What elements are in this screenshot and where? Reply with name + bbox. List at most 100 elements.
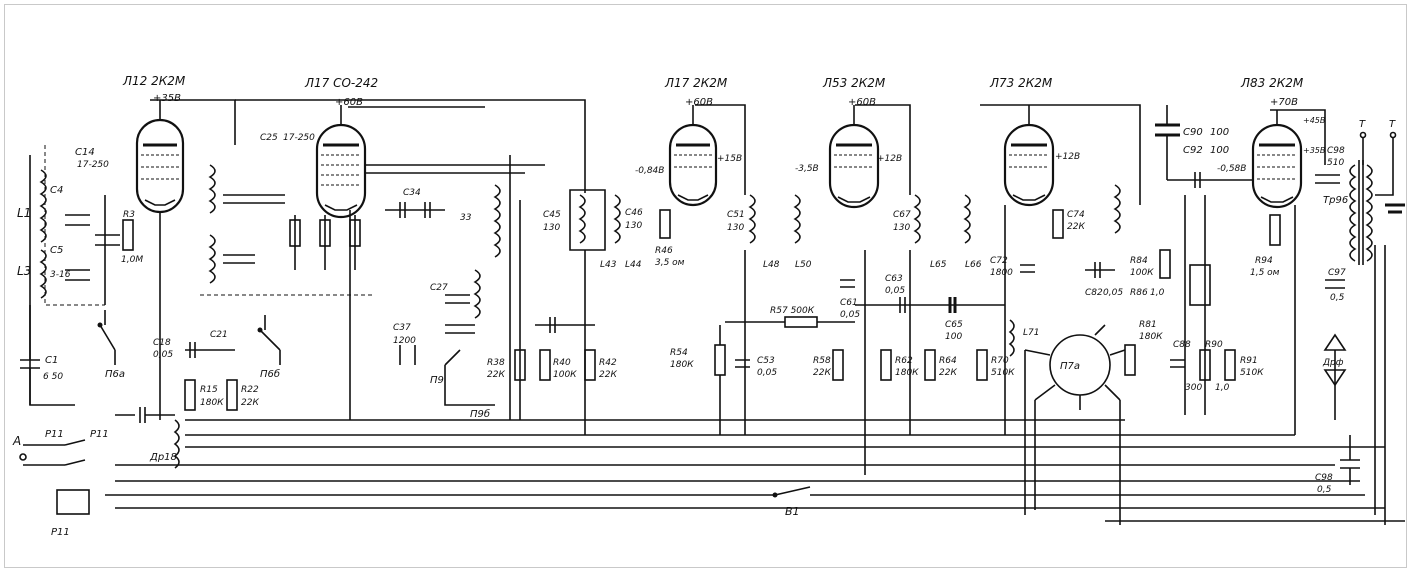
coupling-cap-c92	[1167, 172, 1260, 188]
label-v-p45: +45В	[1303, 116, 1325, 125]
transformer-tr96-primary	[1349, 164, 1357, 262]
b-plus-rail-2	[235, 99, 586, 193]
label-r64: R64	[939, 356, 957, 366]
label-c4: C4	[50, 185, 63, 196]
label-r81-val: 180К	[1139, 332, 1163, 342]
label-p11c: Р11	[51, 527, 70, 538]
label-c92-val: 100	[1210, 145, 1229, 156]
label-c18: C18	[153, 338, 171, 348]
resistor-r54	[714, 344, 726, 376]
if-can-1a	[569, 189, 606, 251]
coil-l1	[39, 169, 47, 243]
label-r58-val: 22К	[813, 368, 831, 378]
label-p11b: Р11	[90, 429, 109, 440]
label-c74-val: 22К	[1067, 222, 1085, 232]
label-r42-val: 22К	[599, 370, 617, 380]
relay-contacts	[64, 439, 86, 466]
antenna-terminals	[23, 444, 65, 466]
label-r46: R46	[655, 246, 673, 256]
label-drf: Дрф	[1322, 358, 1344, 368]
resistor-r23	[289, 219, 301, 247]
label-p6a: П6а	[105, 369, 125, 380]
caps-c19-c20	[223, 194, 285, 204]
label-r84: R84	[1130, 256, 1148, 266]
label-c51: C51	[727, 210, 745, 220]
label-l3: L3	[17, 264, 31, 278]
label-l65: L65	[930, 260, 947, 270]
tube-1	[135, 100, 185, 214]
label-c92: C92	[1183, 145, 1203, 156]
label-l66: L66	[965, 260, 982, 270]
label-r22-val: 22К	[241, 398, 259, 408]
coil-l16	[208, 234, 216, 284]
resistor-r70	[976, 349, 988, 381]
rotary-switch-leads	[1024, 350, 1121, 525]
label-p11a: Р11	[45, 429, 64, 440]
label-r46-val: 3,5 ом	[655, 258, 685, 268]
label-r64-val: 22К	[939, 368, 957, 378]
capacitor-c97	[1325, 279, 1345, 289]
label-c88: C88	[1173, 340, 1191, 350]
transformer-tr96-secondary	[1365, 164, 1373, 262]
label-r91-val: 510К	[1240, 368, 1264, 378]
label-v-p35: +35В	[1303, 146, 1325, 155]
output-terminal-2	[1389, 131, 1397, 139]
label-r90: R90	[1205, 340, 1223, 350]
coil-l43	[578, 194, 586, 244]
label-c97-val: 0,5	[1330, 293, 1345, 303]
label-a: А	[12, 434, 21, 448]
tube-3-name: Л17 2К2М	[664, 76, 728, 90]
resistor-r64	[924, 349, 936, 381]
schematic-frame: В1 А Р11 Р11 Р11 L1 L3 C4 C5 3-16 C14 17…	[4, 4, 1407, 568]
capacitor-c88	[1170, 359, 1185, 368]
relay-p11	[56, 489, 90, 515]
label-c46: C46	[625, 208, 643, 218]
label-c27: C27	[430, 283, 448, 293]
capacitor-c44	[115, 407, 175, 423]
radio-receiver-schematic: В1 А Р11 Р11 Р11 L1 L3 C4 C5 3-16 C14 17…	[12, 74, 1405, 538]
rotary-switch-contacts	[1024, 324, 1126, 410]
label-tr96: Тр96	[1323, 195, 1348, 206]
label-r42: R42	[599, 358, 617, 368]
tube-2-cathode-network	[294, 215, 356, 270]
switch-b1-contact	[772, 492, 778, 498]
resistor-r74	[1052, 209, 1064, 239]
capacitor-c27	[445, 294, 470, 304]
label-l50: L50	[795, 260, 812, 270]
terminal-a	[19, 453, 27, 461]
coil-l66	[963, 194, 971, 244]
label-r40-val: 100К	[553, 370, 577, 380]
resistor-r22	[226, 379, 238, 411]
resistor-r38	[514, 349, 526, 381]
resistor-r3	[122, 219, 134, 251]
label-r38-val: 22К	[487, 370, 505, 380]
tube-1-voltage: +35В	[153, 93, 181, 104]
label-v-p15: +15В	[717, 154, 742, 164]
label-l71: L71	[1023, 328, 1039, 338]
label-c67-val: 130	[893, 223, 910, 233]
switch-p6b	[259, 315, 281, 365]
tube-5	[1003, 105, 1055, 207]
tube-1-name: Л12 2К2М	[122, 74, 186, 88]
label-v-m84: -0,84В	[635, 166, 664, 176]
tube-2-voltage: +60В	[335, 97, 363, 108]
label-c34: C34	[403, 188, 421, 198]
capacitor-c98b	[1340, 435, 1360, 485]
label-c72: C72	[990, 256, 1008, 266]
right-bus-verticals	[1374, 245, 1386, 525]
b-plus-rail-4	[695, 104, 746, 195]
resistor-r46	[659, 209, 671, 239]
label-r81: R81	[1139, 320, 1157, 330]
tube-3	[668, 105, 718, 207]
label-c61-val: 0,05	[840, 310, 860, 320]
capacitor-c63	[899, 297, 906, 313]
tube-3-voltage: +60В	[685, 97, 713, 108]
label-r90-val: 1,0	[1215, 383, 1230, 393]
label-r54: R54	[670, 348, 688, 358]
label-r15: R15	[200, 385, 218, 395]
capacitor-c53	[735, 359, 750, 368]
tube-2	[315, 105, 367, 219]
label-l1: L1	[17, 206, 31, 220]
label-r94: R94	[1255, 256, 1273, 266]
choke-dr18	[173, 419, 180, 469]
